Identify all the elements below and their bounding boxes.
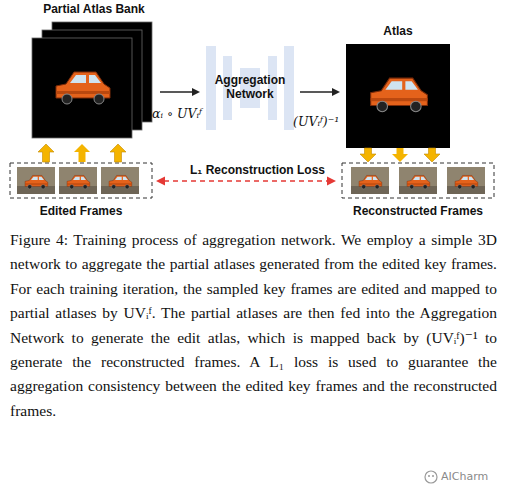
- icon-dot: [432, 475, 434, 477]
- atlas-square: [346, 44, 450, 148]
- atlas-node: Atlas: [340, 24, 456, 148]
- icon-dot: [428, 475, 430, 477]
- frames-node: Edited Frames: [6, 162, 156, 218]
- frame-thumb: [399, 167, 437, 194]
- yellow-arrow: [360, 148, 376, 162]
- car-image: [455, 175, 478, 188]
- arrow-head: [332, 88, 340, 96]
- arrow-head: [392, 154, 408, 162]
- edge-label: L₁ Reconstruction Loss: [190, 163, 325, 177]
- dashed-frame: [10, 163, 152, 198]
- extra-mapping-arrows: [38, 144, 440, 162]
- car-image: [25, 175, 48, 188]
- frame-road: [447, 186, 485, 194]
- yellow-arrow: [424, 148, 440, 162]
- car-image: [371, 78, 428, 112]
- network-layer: [206, 46, 216, 130]
- arrow-head: [327, 177, 336, 186]
- figure-caption: Figure 4: Training process of aggregatio…: [10, 228, 497, 423]
- frame-thumb: [351, 167, 389, 194]
- node-label: Partial Atlas Bank: [43, 2, 145, 16]
- frame-thumb: [59, 167, 97, 194]
- icon-ring: [425, 471, 437, 483]
- connector-line: [164, 180, 328, 182]
- connector-line: [79, 151, 86, 162]
- mapping-arrow: [74, 144, 90, 162]
- reconstructed-frames-group: [342, 163, 494, 198]
- frames-node: Reconstructed Frames: [336, 162, 500, 218]
- frame-thumb: [101, 167, 139, 194]
- car-image: [407, 175, 430, 188]
- atlas-sheet: [32, 38, 132, 138]
- atlas-image: [346, 44, 450, 148]
- arrow-head: [74, 144, 90, 152]
- connector-line: [300, 91, 333, 92]
- node-label: Aggregation Network: [200, 73, 300, 101]
- loss-arrow: [156, 177, 336, 186]
- watermark-icon: [425, 471, 437, 483]
- flow-arrow: [300, 88, 340, 96]
- frame-road: [399, 186, 437, 194]
- network-node: Aggregation Network: [200, 42, 300, 132]
- yellow-arrow: [38, 144, 54, 162]
- dashed-frame: [342, 163, 494, 198]
- car-image: [109, 175, 132, 188]
- frame-road: [351, 186, 389, 194]
- frame-thumb: [17, 167, 55, 194]
- network-layer: [284, 46, 294, 130]
- frame-road: [59, 186, 97, 194]
- frame-road: [101, 186, 139, 194]
- atlas-bank-node: Partial Atlas Bank: [28, 2, 160, 144]
- edited-frames-group: [10, 163, 152, 198]
- watermark-text: AICharm: [441, 470, 488, 483]
- partial-atlas-stack: [32, 22, 152, 138]
- car-image: [56, 72, 110, 104]
- mapping-arrow: [392, 148, 408, 162]
- yellow-arrow: [110, 144, 126, 162]
- frame-thumb: [447, 167, 485, 194]
- connector-line: [397, 148, 404, 155]
- flow-arrow: [160, 88, 200, 96]
- car-image: [67, 175, 90, 188]
- arrow-head: [156, 177, 165, 186]
- edge-label: (UVᵢᶠ)⁻¹: [293, 114, 339, 129]
- connector-line: [160, 91, 193, 92]
- node-label: Reconstructed Frames: [353, 204, 483, 218]
- frame-road: [17, 186, 55, 194]
- node-label: Edited Frames: [40, 204, 123, 218]
- edge-label: αᵢ ∘ UVᵢᶠ: [152, 106, 202, 121]
- node-label: Atlas: [383, 24, 412, 38]
- car-image: [359, 175, 382, 188]
- arrow-head: [192, 88, 200, 96]
